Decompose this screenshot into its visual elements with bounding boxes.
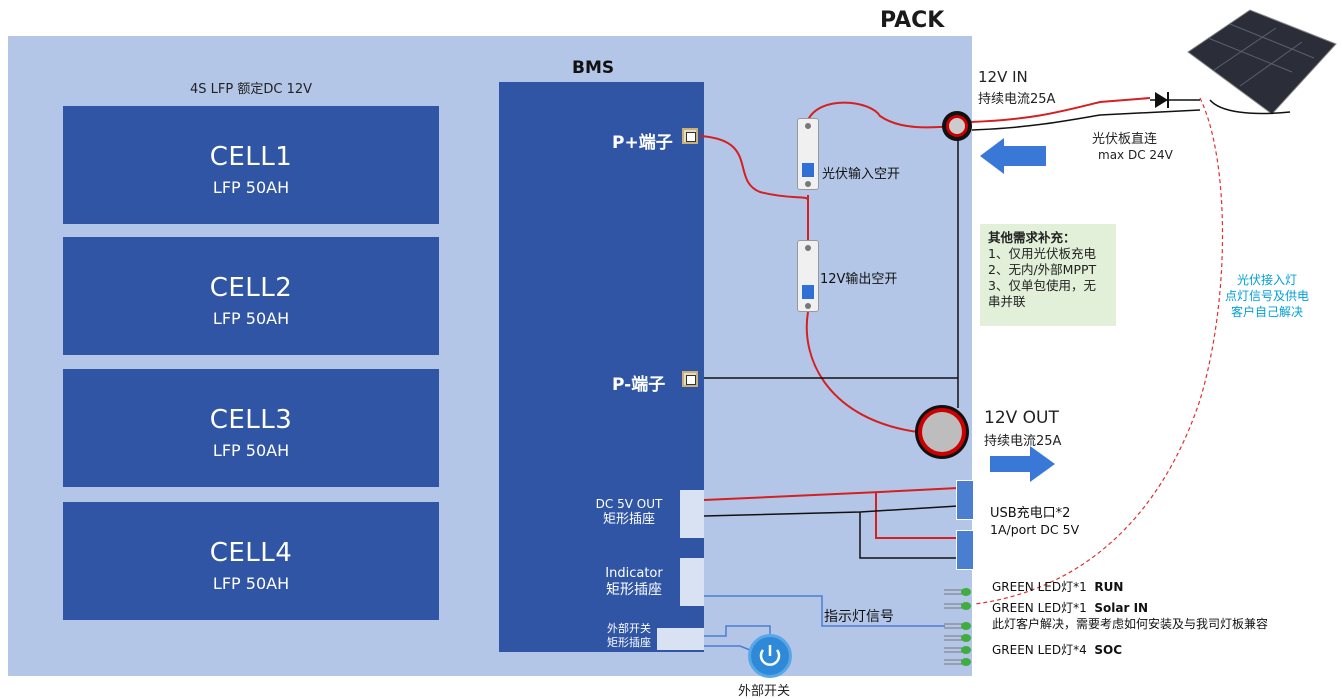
pv-light-line2: 点灯信号及供电	[1224, 289, 1309, 303]
pv-light-dashed-wire	[974, 97, 1224, 605]
indicator-label-line1: Indicator	[605, 566, 663, 581]
led-solar-icon	[944, 602, 971, 610]
cell-capacity: LFP 50AH	[212, 574, 290, 593]
black-wire-usb2	[859, 512, 958, 559]
power-switch-button[interactable]	[748, 634, 792, 678]
p-plus-terminal-label: P+端子	[612, 133, 673, 153]
red-wire-usb2	[875, 492, 958, 539]
output-connector-icon	[915, 405, 969, 459]
red-wire-pplus-to-breaker	[699, 135, 809, 201]
cell-4: CELL4 LFP 50AH	[63, 502, 439, 620]
cell-3: CELL3 LFP 50AH	[63, 369, 439, 487]
ext-switch-socket-label: 外部开关 矩形插座	[598, 622, 660, 650]
cell-1: CELL1 LFP 50AH	[63, 106, 439, 224]
red-wire-breaker-to-output	[805, 311, 919, 433]
cell-2: CELL2 LFP 50AH	[63, 237, 439, 355]
led-soc-1-icon	[944, 622, 971, 630]
led-solar-note: 此灯客户解决，需要考虑如何安装及与我司灯板兼容	[992, 617, 1269, 631]
input-current: 持续电流25A	[978, 92, 1056, 107]
ext-switch-socket	[657, 628, 704, 650]
led-run-tag: RUN	[1094, 580, 1124, 594]
led-run-text: GREEN LED灯*1	[992, 580, 1087, 594]
output-arrow-icon	[990, 446, 1055, 482]
cell-name: CELL3	[209, 405, 293, 435]
led-soc-text: GREEN LED灯*4	[992, 643, 1087, 657]
note-item: 串并联	[988, 294, 1026, 309]
indicator-socket	[680, 558, 704, 606]
indicator-label-line2: 矩形插座	[606, 582, 662, 598]
led-run-icon	[944, 588, 971, 596]
black-wire-dc5v	[703, 505, 959, 517]
usb-spec: 1A/port DC 5V	[990, 522, 1080, 537]
pv-light-note: 光伏接入灯 点灯信号及供电 客户自己解决	[1212, 272, 1322, 320]
dc5v-label-line1: DC 5V OUT	[595, 497, 663, 511]
p-minus-terminal	[682, 371, 698, 387]
led-soc-tag: SOC	[1094, 643, 1123, 657]
output-title: 12V OUT	[984, 408, 1059, 428]
output-breaker-label: 12V输出空开	[820, 272, 898, 287]
pv-light-line1: 光伏接入灯	[1236, 273, 1297, 287]
led-soc-2-icon	[944, 634, 971, 642]
cell-name: CELL2	[209, 273, 293, 303]
led-soc-label: GREEN LED灯*4 SOC	[992, 641, 1122, 658]
p-plus-terminal	[682, 128, 698, 144]
ext-switch-label-line1: 外部开关	[607, 622, 651, 635]
led-solar-tag: Solar IN	[1094, 601, 1149, 615]
note-title: 其他需求补充：	[988, 230, 1076, 245]
indicator-signal-label: 指示灯信号	[824, 609, 894, 625]
cell-capacity: LFP 50AH	[212, 309, 290, 328]
led-soc-4-icon	[944, 658, 971, 666]
cell-name: CELL4	[209, 538, 293, 568]
pv-light-line3: 客户自己解决	[1230, 305, 1303, 319]
pv-input-breaker-label: 光伏输入空开	[822, 167, 901, 182]
power-icon	[759, 645, 781, 666]
solar-panel-icon	[1187, 9, 1337, 115]
led-solar-text: GREEN LED灯*1	[992, 601, 1087, 615]
red-wire-input-to-solar	[969, 97, 1151, 123]
note-item: 2、无内/外部MPPT	[988, 262, 1097, 277]
output-current: 持续电流25A	[984, 434, 1062, 449]
note-item: 3、仅单包使用，无	[988, 278, 1096, 293]
pv-direct-label: 光伏板直连	[1092, 132, 1158, 147]
ext-switch-label-line2: 矩形插座	[607, 636, 651, 649]
led-solar-label: GREEN LED灯*1 Solar IN	[992, 599, 1148, 616]
pack-title: PACK	[880, 8, 945, 33]
bms-block	[499, 82, 704, 652]
cell-name: CELL1	[209, 142, 293, 172]
indicator-socket-label: Indicator 矩形插座	[594, 566, 674, 598]
input-connector-icon	[942, 111, 972, 141]
p-minus-terminal-label: P-端子	[612, 375, 666, 395]
pv-input-breaker	[797, 118, 819, 190]
red-wire-dc5v	[703, 487, 959, 501]
input-arrow-icon	[980, 138, 1046, 174]
blue-wire-indicator	[704, 595, 945, 627]
external-switch-label: 外部开关	[738, 684, 791, 699]
input-title: 12V IN	[978, 68, 1028, 86]
cell-capacity: LFP 50AH	[212, 178, 290, 197]
bms-title: BMS	[572, 58, 615, 78]
cell-capacity: LFP 50AH	[212, 441, 290, 460]
usb-port-2	[956, 530, 974, 570]
output-breaker	[797, 240, 819, 312]
requirements-note: 其他需求补充： 1、仅用光伏板充电 2、无内/外部MPPT 3、仅单包使用，无 …	[980, 224, 1116, 326]
led-run-label: GREEN LED灯*1 RUN	[992, 578, 1123, 595]
red-wire-breaker-to-input	[807, 101, 956, 129]
usb-port-1	[956, 480, 974, 520]
note-item: 1、仅用光伏板充电	[988, 246, 1096, 261]
dc5v-socket	[680, 490, 704, 538]
black-wire-input-to-solar	[971, 109, 1201, 131]
diode-icon	[1150, 92, 1200, 108]
blue-wire-ext-switch-b	[704, 645, 751, 651]
dc5v-label-line2: 矩形插座	[602, 512, 655, 527]
usb-title: USB充电口*2	[990, 506, 1071, 521]
pack-spec-label: 4S LFP 额定DC 12V	[190, 82, 313, 97]
dc5v-socket-label: DC 5V OUT 矩形插座	[584, 496, 674, 528]
max-dc-label: max DC 24V	[1098, 148, 1173, 162]
led-soc-3-icon	[944, 646, 971, 654]
blue-wire-ext-switch-a	[704, 625, 771, 640]
